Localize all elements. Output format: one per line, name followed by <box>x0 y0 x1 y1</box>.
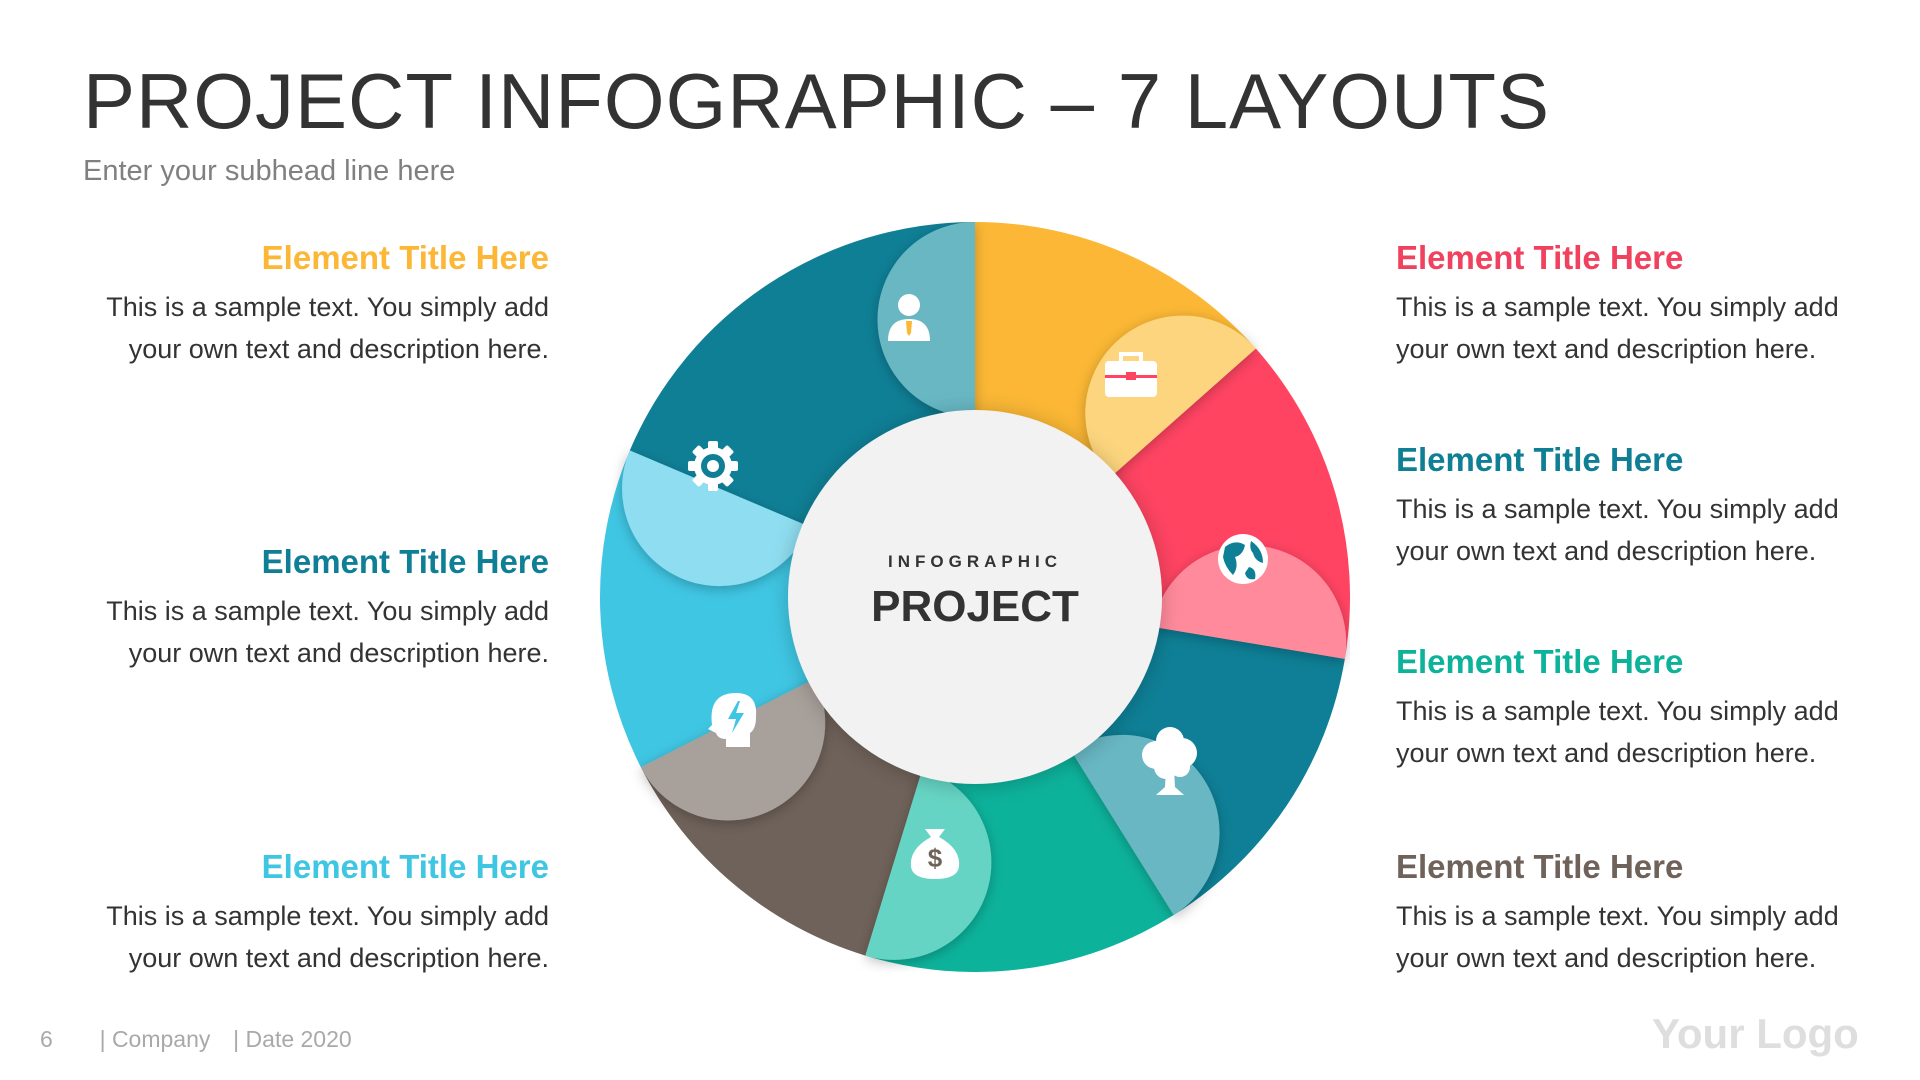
tree-icon <box>1142 727 1197 795</box>
center-circle <box>788 410 1162 784</box>
element-title: Element Title Here <box>1396 239 1684 276</box>
segment-blue-bump <box>1070 734 1220 916</box>
slide-title: PROJECT INFOGRAPHIC – 7 LAYOUTS <box>83 57 1551 145</box>
person-icon <box>888 294 930 341</box>
globe-icon <box>1218 534 1268 584</box>
element-block-brown: Element Title Here This is a sample text… <box>1396 845 1896 979</box>
element-block-cyan: Element Title Here This is a sample text… <box>49 845 549 979</box>
element-title: Element Title Here <box>1396 643 1684 680</box>
center-label-big: PROJECT <box>871 582 1079 631</box>
element-title: Element Title Here <box>261 848 549 885</box>
segment-red-bump <box>1152 545 1347 659</box>
footer-date: | Date 2020 <box>233 1026 352 1052</box>
gear-icon <box>688 441 738 491</box>
segment-dark-teal-bump <box>877 222 975 417</box>
element-block-blue: Element Title Here This is a sample text… <box>1396 438 1896 572</box>
element-text: This is a sample text. You simply add yo… <box>1396 292 1839 364</box>
svg-text:$: $ <box>928 843 943 873</box>
element-title: Element Title Here <box>261 239 549 276</box>
element-text: This is a sample text. You simply add yo… <box>106 292 549 364</box>
element-title: Element Title Here <box>1396 848 1684 885</box>
element-text: This is a sample text. You simply add yo… <box>106 596 549 668</box>
logo: Your Logo <box>1652 1010 1859 1057</box>
footer-company: | Company <box>99 1026 211 1052</box>
element-text: This is a sample text. You simply add yo… <box>1396 696 1839 768</box>
element-text: This is a sample text. You simply add yo… <box>1396 494 1839 566</box>
element-block-yellow: Element Title Here This is a sample text… <box>49 236 549 370</box>
slide-subhead: Enter your subhead line here <box>83 155 456 187</box>
segment-brown-bump <box>640 678 826 821</box>
center-label-small: INFOGRAPHIC <box>888 552 1062 571</box>
element-text: This is a sample text. You simply add yo… <box>106 901 549 973</box>
money-bag-icon: $ <box>910 829 960 879</box>
segment-cyan-bump <box>622 450 810 587</box>
footer: 6 | Company | Date 2020 <box>40 1026 352 1053</box>
page-number: 6 <box>40 1026 53 1052</box>
project-cycle-diagram: $ INFOGRAPHIC PROJECT <box>600 222 1350 972</box>
ring-icons: $ <box>688 294 1268 879</box>
head-bolt-icon <box>708 693 757 747</box>
element-block-green: Element Title Here This is a sample text… <box>1396 640 1896 774</box>
element-title: Element Title Here <box>1396 441 1684 478</box>
element-block-dark-teal: Element Title Here This is a sample text… <box>49 540 549 674</box>
ring-bumps <box>622 222 1347 960</box>
element-block-red: Element Title Here This is a sample text… <box>1396 236 1896 370</box>
segment-yellow-bump <box>1085 315 1256 478</box>
element-title: Element Title Here <box>261 543 549 580</box>
briefcase-icon <box>1105 352 1157 397</box>
element-text: This is a sample text. You simply add yo… <box>1396 901 1839 973</box>
